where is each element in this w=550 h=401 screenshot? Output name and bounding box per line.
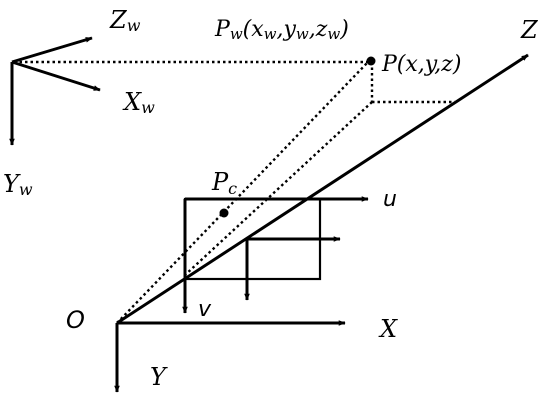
image-point-label: Pc	[211, 168, 237, 198]
world-x-label: Xw	[122, 88, 155, 117]
world-point-dot	[366, 56, 376, 66]
camera-z-axis	[116, 53, 529, 325]
image-u-label: u	[383, 187, 397, 212]
image-point-dot	[219, 208, 229, 218]
world-point-label: Pw(xw,yw,zw)	[214, 17, 349, 43]
camera-y-label: Y	[150, 363, 168, 391]
camera-x-label: X	[378, 315, 398, 343]
world-x-axis	[11, 60, 101, 92]
world-z-label: Zw	[109, 6, 141, 35]
camera-z-label: Z	[520, 16, 539, 44]
world-y-label: Yw	[3, 170, 33, 199]
world-z-axis	[11, 36, 93, 64]
camera-point-label: P(x,y,z)	[381, 52, 461, 77]
world-axes	[9, 36, 101, 146]
point-to-image-plane-dotted-line	[184, 101, 373, 276]
image-v-label: v	[198, 297, 212, 322]
origin-label: O	[66, 306, 85, 334]
